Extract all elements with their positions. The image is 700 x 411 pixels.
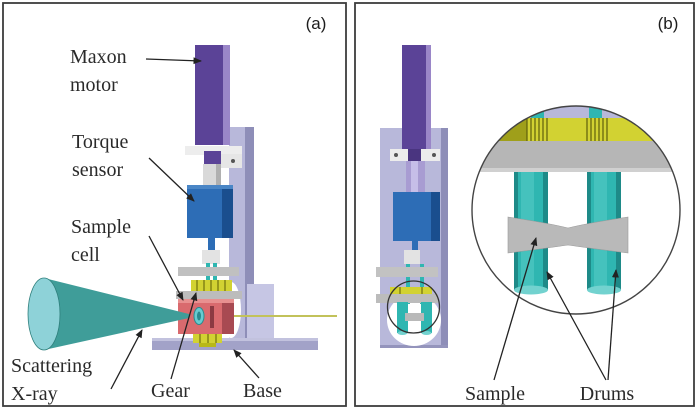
base-arrow — [233, 349, 260, 379]
scattering-label-line1: Scattering — [11, 355, 92, 377]
lower-plate — [176, 291, 242, 299]
front-sample-film — [405, 313, 424, 321]
torque-sensor-label-line1: Torque — [72, 131, 128, 153]
front-lower-plate — [376, 294, 438, 303]
gear-label: Gear — [151, 380, 190, 402]
scattering-label-line2: X-ray — [11, 383, 58, 405]
sample-label: Sample — [465, 383, 525, 405]
motor-coupling — [204, 151, 221, 164]
front-gear — [390, 287, 432, 295]
magnified-view — [471, 105, 681, 315]
front-motor — [402, 45, 426, 152]
front-shaft — [406, 161, 425, 192]
gear-part — [191, 280, 232, 292]
beam-line — [234, 315, 337, 317]
front-drums — [397, 302, 432, 335]
base-label: Base — [243, 380, 282, 402]
sample-cell-label-line1: Sample — [71, 216, 131, 238]
top-plate — [178, 267, 239, 276]
front-torque-sensor — [393, 192, 440, 250]
bolt-dot — [231, 159, 235, 163]
panel-b-border — [354, 2, 695, 407]
cell-window — [193, 307, 205, 325]
magnifier-circle — [471, 105, 681, 315]
front-top-plate — [376, 267, 438, 277]
magnified-top-bar — [472, 141, 680, 172]
scattering-xray-arrow — [110, 329, 143, 390]
panel-b-figure: Sample Drums (b) — [354, 2, 695, 407]
bottom-gear — [193, 334, 222, 347]
panel-a-figure: Maxon motor Torque sensor Sample cell Sc… — [2, 2, 347, 407]
maxon-motor-label-line2: motor — [70, 74, 118, 96]
torque-sensor-part — [187, 185, 233, 251]
panel-a-border — [2, 2, 347, 407]
drums-label: Drums — [580, 383, 635, 405]
panel-b-tag: (b) — [658, 14, 679, 33]
gear-arrow — [170, 292, 198, 380]
front-coupler — [404, 250, 420, 264]
xray-cone — [27, 277, 189, 351]
front-axles — [406, 264, 424, 304]
drums-arrow-left — [546, 271, 607, 381]
sample-arrow — [493, 237, 538, 381]
maxon-motor-arrow — [145, 57, 202, 65]
torque-sensor-arrow — [148, 157, 195, 202]
zoom-source-circle — [386, 280, 441, 334]
drums-arrow-right — [607, 269, 619, 381]
panel-a: Maxon motor Torque sensor Sample cell Sc… — [2, 2, 347, 407]
torque-sensor-label-line2: sensor — [72, 159, 123, 181]
sample-cell-arrow — [148, 235, 184, 301]
front-view-apparatus — [376, 45, 448, 348]
maxon-motor-part — [195, 45, 230, 145]
maxon-motor-label-line1: Maxon — [70, 46, 127, 68]
panel-a-tag: (a) — [306, 14, 327, 33]
sample-cell-label-line2: cell — [71, 244, 100, 266]
magnified-sample-film — [507, 216, 629, 254]
panel-b: Sample Drums (b) — [350, 0, 700, 411]
shaft-coupler — [202, 250, 220, 264]
front-bracket — [390, 149, 440, 162]
motor-bracket — [185, 146, 242, 168]
